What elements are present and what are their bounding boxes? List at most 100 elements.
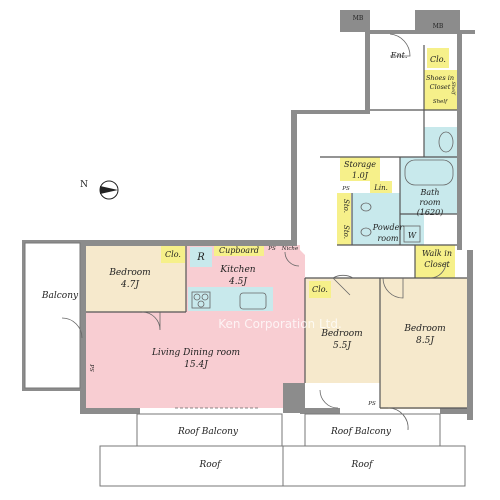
door-walkin xyxy=(429,261,447,279)
sto-2-fill xyxy=(337,219,351,245)
label-balcony: Balcony xyxy=(41,291,79,301)
cupboard-fill xyxy=(214,243,264,256)
label-shelf-right: Shelf xyxy=(450,81,456,95)
small-labels: MB MB Clo. Shelf Shelf Clo. Cupboard PS … xyxy=(88,15,456,407)
label-kitchen-size: 4.5J xyxy=(228,277,248,287)
label-refrigerator: R xyxy=(196,252,205,263)
label-bedroom-a-size: 4.7J xyxy=(120,280,140,290)
label-bedroom-a: Bedroom xyxy=(108,268,150,278)
wall-balcony-left xyxy=(22,240,25,390)
label-ldk: Living Dining room xyxy=(151,348,240,358)
label-bedroom-c: Bedroom xyxy=(403,324,445,334)
label-bathroom-2: room xyxy=(419,198,440,207)
washer-box xyxy=(403,225,421,243)
shoes-closet-fill xyxy=(424,70,457,110)
clo-entrance-fill xyxy=(427,48,449,68)
burner-1 xyxy=(193,293,201,301)
wall-mid-bottom xyxy=(300,408,340,414)
door-bedC xyxy=(382,277,404,299)
sto-1-fill xyxy=(337,193,351,219)
watermark: Ken Corporation Ltd. xyxy=(218,317,342,331)
exterior xyxy=(24,242,466,487)
door-kitchen-niche xyxy=(284,251,300,267)
label-clo-bed-a: Clo. xyxy=(165,250,181,259)
label-walkin-2: Closet xyxy=(424,260,450,269)
wall-bottom-left xyxy=(80,408,140,414)
label-walkin: Walk in xyxy=(422,249,452,258)
powder-fill xyxy=(352,193,400,245)
label-clo-entrance: Clo. xyxy=(430,55,446,64)
wall-upper-left xyxy=(297,110,367,114)
label-bedroom-c-size: 8.5J xyxy=(416,336,435,346)
label-roof-balcony-left: Roof Balcony xyxy=(177,427,239,437)
door-bedB xyxy=(332,274,354,296)
door-balcony xyxy=(61,317,83,339)
label-entrance: Ent. xyxy=(390,51,408,60)
wall-right-lower xyxy=(467,250,473,420)
wall-top-mb xyxy=(340,10,370,32)
compass: N xyxy=(80,180,119,200)
bedroom-c-fill xyxy=(380,278,470,409)
label-roof-left: Roof xyxy=(199,460,223,470)
label-powder: Powder xyxy=(372,223,405,232)
label-niche: Niche xyxy=(281,246,299,252)
label-cupboard: Cupboard xyxy=(219,246,259,255)
burner-3 xyxy=(197,300,205,308)
label-sto-1: Sto. xyxy=(342,199,350,213)
sink-1 xyxy=(360,202,372,212)
label-clo-bed-b: Clo. xyxy=(312,285,328,294)
label-sto-2: Sto. xyxy=(342,225,350,239)
room-fills xyxy=(85,127,470,409)
fixtures xyxy=(191,131,454,310)
label-lin: Lin. xyxy=(373,184,388,192)
bathroom-fill xyxy=(400,157,457,214)
wall-right xyxy=(457,30,462,250)
door-entrance xyxy=(389,33,411,57)
label-ldk-size: 15.4J xyxy=(184,360,209,370)
entrance-wc-fill xyxy=(424,127,457,157)
bathtub xyxy=(404,159,454,186)
wall-bottom-right xyxy=(440,408,473,414)
label-storage: Storage xyxy=(344,160,376,169)
door-bedA xyxy=(141,311,161,331)
door-bottom-b xyxy=(319,389,339,409)
wall-balcony-bottom xyxy=(22,388,80,391)
counter-fill xyxy=(188,287,273,311)
label-bedroom-b: Bedroom xyxy=(320,329,362,339)
label-kitchen: Kitchen xyxy=(219,265,255,275)
label-shelf-bottom: Shelf xyxy=(433,99,448,105)
clo-bed-b-fill xyxy=(309,281,331,298)
label-roof-balcony-right: Roof Balcony xyxy=(330,427,392,437)
storage-fill xyxy=(340,157,380,181)
clo-bed-a-fill xyxy=(161,245,185,263)
doors xyxy=(61,33,447,431)
wall-top-mb-r xyxy=(415,10,460,32)
wall-bed-bottom xyxy=(283,383,305,413)
label-ps-kitchen: PS xyxy=(267,246,276,252)
balcony-left xyxy=(24,242,81,389)
label-bathroom: Bath xyxy=(419,188,439,197)
storage-fills xyxy=(161,48,457,298)
kitchen-sink xyxy=(239,292,267,310)
label-storage-size: 1.0J xyxy=(352,171,369,180)
stove xyxy=(191,291,211,309)
toilet xyxy=(438,131,454,153)
label-mb-right: MB xyxy=(433,23,444,30)
compass-n-label: N xyxy=(80,180,88,190)
label-shoes: Shoes in xyxy=(426,74,454,82)
label-shoes-2: Closet xyxy=(430,83,451,91)
sink-2 xyxy=(360,227,372,237)
lin-fill xyxy=(370,181,392,193)
label-ps-storage: PS xyxy=(341,186,350,192)
fridge-fill xyxy=(190,247,212,267)
burner-2 xyxy=(201,293,209,301)
walkin-fill xyxy=(415,245,455,278)
label-ps-bottom: PS xyxy=(367,401,376,407)
wall-center-col xyxy=(291,110,297,246)
label-roof-right: Roof xyxy=(351,460,375,470)
door-bottom-c xyxy=(387,407,409,431)
label-bedroom-b-size: 5.5J xyxy=(333,341,352,351)
wall-left-top xyxy=(80,240,296,246)
partitions xyxy=(86,45,467,409)
